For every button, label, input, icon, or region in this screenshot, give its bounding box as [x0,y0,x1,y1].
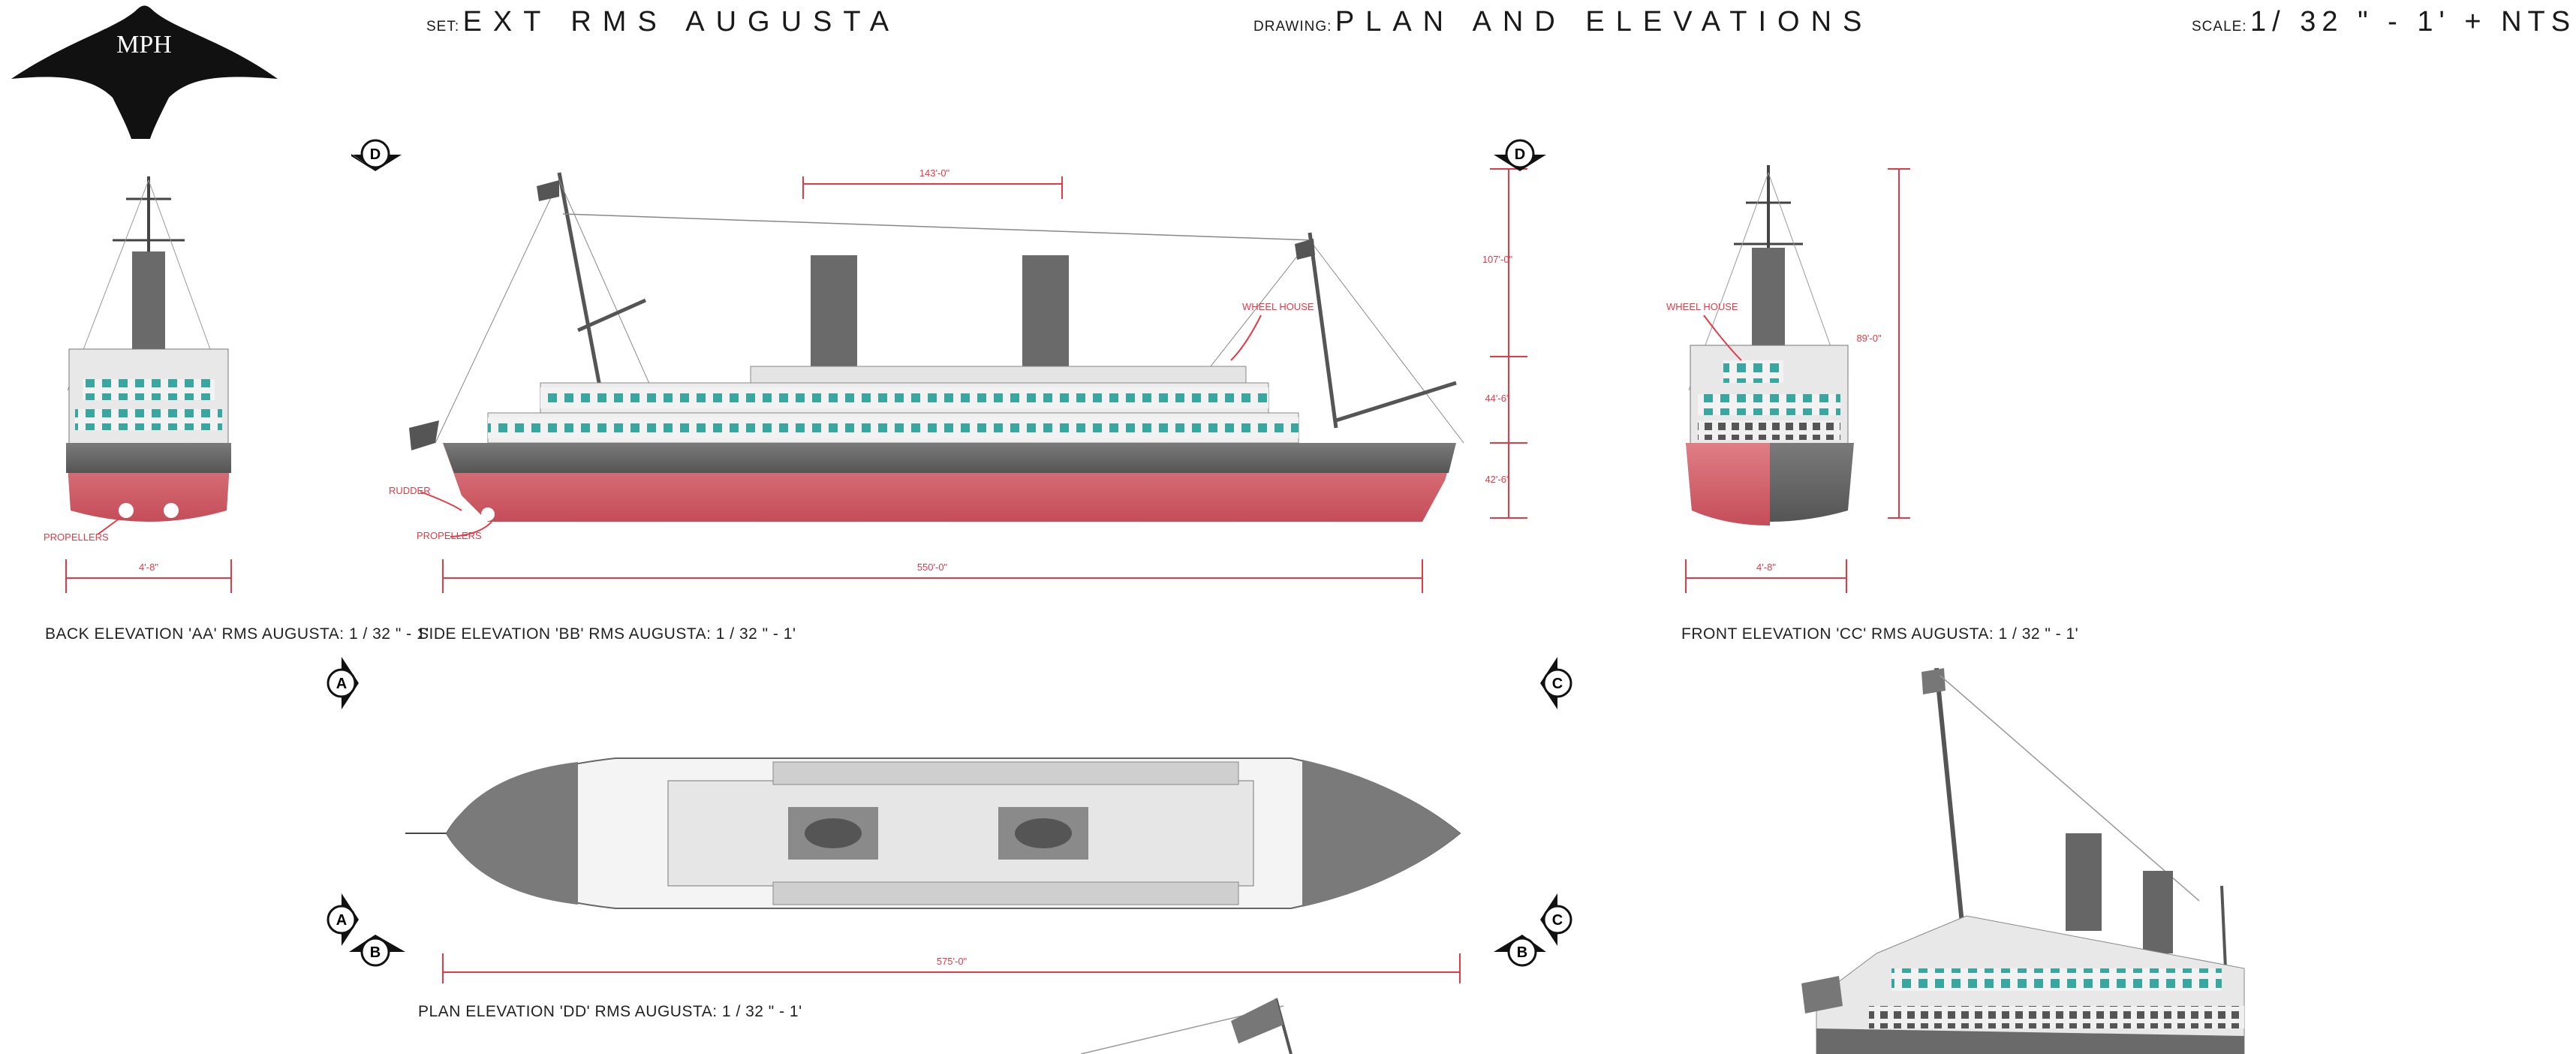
scale-title: SCALE: 1/ 32 " - 1' + NTS [2192,6,2576,38]
side-elevation [409,172,1464,522]
marker-d-left-text: D [370,146,381,163]
set-title: SET: EXT RMS AUGUSTA [426,6,900,38]
caption-side-elevation: SIDE ELEVATION 'BB' RMS AUGUSTA: 1 / 32 … [418,625,796,643]
caption-back-elevation: BACK ELEVATION 'AA' RMS AUGUSTA: 1 / 32 … [45,625,429,643]
marker-a-lower-text: A [336,912,347,929]
dim-height-mid: 44'-6" [1485,393,1510,404]
label-wheel-house: WHEEL HOUSE [1242,301,1314,312]
section-marker-b-right: B [1494,935,1546,967]
section-marker-c-upper: C [1540,657,1572,709]
marker-d-right-text: D [1515,146,1525,163]
dim-plan-length: 575'-0" [937,956,968,967]
set-value: EXT RMS AUGUSTA [462,6,901,38]
caption-plan-elevation: PLAN ELEVATION 'DD' RMS AUGUSTA: 1 / 32 … [418,1003,802,1020]
label-rudder: RUDDER [389,485,431,496]
marker-b-left-text: B [370,944,381,961]
perspective-view [1801,667,2245,1054]
marker-a-upper-text: A [336,676,347,692]
marker-b-right-text: B [1517,944,1527,961]
plan-elevation [405,757,1461,909]
front-elevation [1686,165,1854,525]
back-elevation [66,176,231,522]
marker-c-lower-text: C [1552,912,1563,929]
section-marker-a-upper: A [327,657,359,709]
section-marker-d-right: D [1494,139,1546,171]
dim-back-width: 4'-8" [139,562,158,573]
dimension-lines [65,168,1910,983]
label-wheel-house-front: WHEEL HOUSE [1666,301,1738,312]
dim-height-top: 107'-0" [1482,254,1513,265]
dim-front-width: 4'-8" [1756,562,1776,573]
label-propellers-back: PROPELLERS [44,532,109,543]
drawing-title: DRAWING: PLAN AND ELEVATIONS [1253,6,1873,38]
section-marker-b-left: B [349,935,405,967]
drawing-label: DRAWING: [1253,19,1332,35]
marker-c-upper-text: C [1552,676,1563,692]
logo-text: MPH [116,31,172,59]
section-marker-a-lower: A [327,893,359,946]
section-marker-d-left: D [351,139,402,171]
dim-front-height: 89'-0" [1856,333,1882,344]
mph-logo: MPH [11,5,278,139]
dim-funnel-spacing: 143'-0" [919,167,950,179]
partial-ship-bottom [1080,998,1293,1054]
section-marker-c-lower: C [1540,893,1572,946]
set-label: SET: [426,19,460,35]
dim-height-low: 42'-6" [1485,474,1510,485]
drawing-value: PLAN AND ELEVATIONS [1335,6,1873,38]
caption-front-elevation: FRONT ELEVATION 'CC' RMS AUGUSTA: 1 / 32… [1681,625,2079,643]
label-propellers: PROPELLERS [417,530,482,541]
scale-value: 1/ 32 " - 1' + NTS [2250,6,2576,38]
dim-side-length: 550'-0" [917,562,948,573]
scale-label: SCALE: [2192,19,2247,35]
